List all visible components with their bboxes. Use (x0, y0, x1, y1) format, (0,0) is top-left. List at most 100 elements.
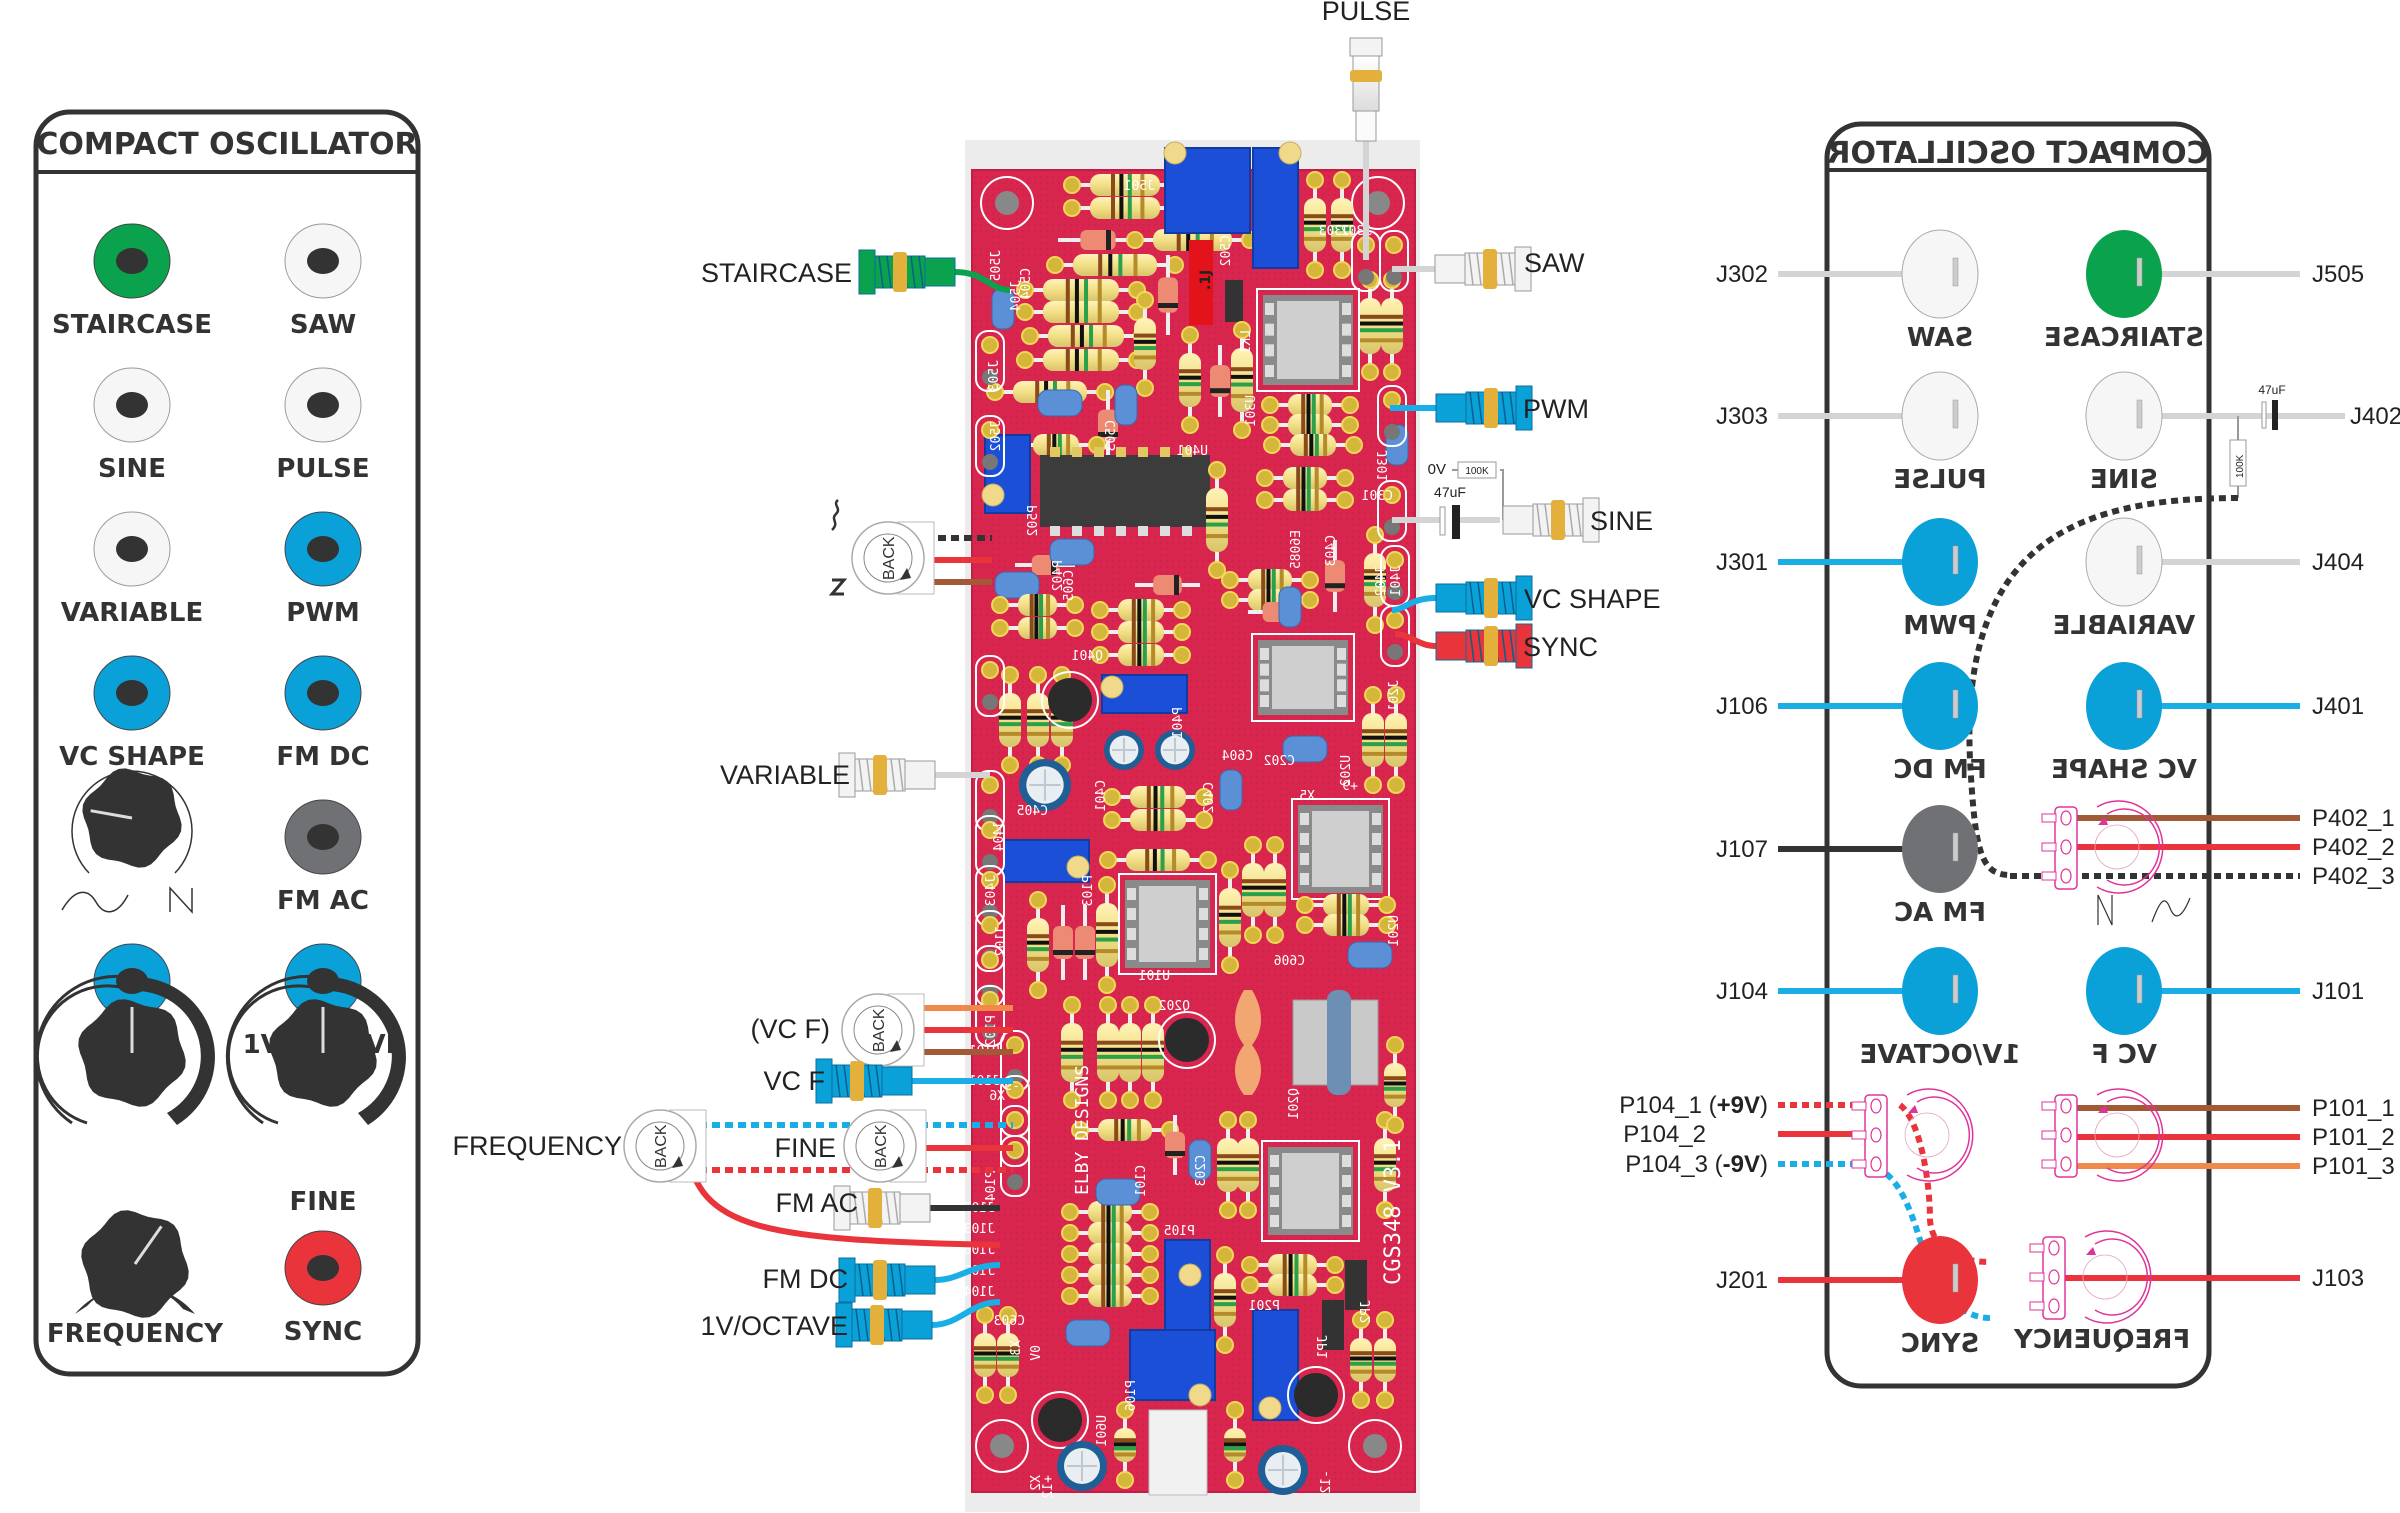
jack-nut (893, 252, 907, 292)
pad (1208, 461, 1226, 479)
back-vc-f-pot[interactable] (2041, 1088, 2164, 1182)
staircase-jack[interactable] (858, 249, 956, 295)
pad (1233, 421, 1251, 439)
sync-jack[interactable] (1435, 623, 1533, 669)
transistor-body (1294, 1373, 1338, 1417)
silkscreen-ref: U202 (1339, 755, 1354, 786)
silkscreen-ref: LK1 (1239, 330, 1254, 353)
resistor-band (1381, 338, 1403, 343)
pad (1366, 616, 1384, 634)
front-jack-sync[interactable]: SYNC (284, 1230, 362, 1347)
pad (1364, 686, 1382, 704)
resistor-band (1114, 1442, 1136, 1447)
one-v-oct-jack[interactable] (835, 1302, 933, 1348)
pwm-jack[interactable] (1435, 385, 1533, 431)
thread-line (1469, 391, 1475, 425)
resistor-band (1070, 325, 1075, 347)
fm-ac-jack[interactable] (833, 1185, 931, 1231)
resistor-band (1151, 621, 1156, 643)
thread-line (910, 255, 916, 289)
pad (1226, 1471, 1244, 1489)
vc-f-knob[interactable] (34, 974, 215, 1125)
pad (1386, 611, 1404, 629)
resistor-band (1046, 434, 1051, 456)
jack-hole (307, 536, 339, 562)
front-jack-variable[interactable]: VARIABLE (61, 511, 203, 628)
back-jack-saw[interactable]: SAW (1901, 229, 1979, 353)
back-vc-shape-pot[interactable] (2041, 800, 2164, 894)
pad (1141, 1245, 1159, 1263)
saw-jack[interactable] (1434, 246, 1532, 292)
sine-jack[interactable] (1502, 497, 1600, 543)
resistor-band (1134, 355, 1156, 360)
back-frequency-pot[interactable] (2029, 1230, 2152, 1324)
pad (981, 871, 999, 889)
vc-shape-pot[interactable]: BACK (851, 521, 935, 595)
fine-knob[interactable]: FINE (225, 974, 406, 1217)
ic-chip (1272, 646, 1334, 709)
back-jack-ref: J303 (1716, 403, 1768, 430)
variable-jack[interactable] (838, 752, 936, 798)
diode-band (1158, 303, 1178, 308)
resistor-band (1264, 892, 1286, 897)
vc-shape-jack[interactable] (1435, 575, 1533, 621)
back-jack-fm-dc[interactable]: FM DC (1893, 662, 1987, 785)
ic-pin (1127, 888, 1136, 900)
back-fine-pot[interactable] (1851, 1088, 1974, 1182)
ic-pin (1160, 526, 1170, 536)
pot-pin (2048, 1298, 2060, 1314)
mounting-hole (975, 1419, 1029, 1473)
silkscreen-ref: X5 (1299, 789, 1315, 804)
vc-shape-knob[interactable] (71, 768, 193, 874)
resistor-body (1119, 1023, 1141, 1082)
silkscreen-ref: P103 (1081, 875, 1096, 906)
pad (1141, 1266, 1159, 1284)
jack-label: SYNC (284, 1317, 362, 1347)
resistor-band (1027, 947, 1049, 952)
back-jack-staircase[interactable]: STAIRCASE (2044, 230, 2204, 353)
silkscreen-ref: U201 (1387, 915, 1402, 946)
front-jack-fm-dc[interactable]: FM DC (276, 655, 370, 772)
jack-hole (307, 1255, 339, 1281)
pot-terminal (2041, 813, 2057, 823)
resistor (1046, 254, 1184, 276)
front-jack-pwm[interactable]: PWM (284, 511, 362, 628)
vc-f-jack[interactable] (815, 1058, 913, 1104)
resistor (1261, 394, 1359, 416)
maker-name: ELBY DESIGNS (1072, 1065, 1093, 1195)
frequency-pot[interactable]: BACK (623, 1109, 707, 1183)
resistor-body (1359, 298, 1381, 354)
back-jack-pwm[interactable]: PWM (1902, 518, 1978, 641)
back-jack-vc-shape[interactable]: VC SHAPE (2051, 662, 2197, 785)
back-jack-vc-f[interactable]: VC F (2086, 947, 2162, 1070)
resistor-band (1331, 227, 1353, 232)
front-jack-saw[interactable]: SAW (284, 223, 362, 340)
back-jack-pulse[interactable]: PULSE (1893, 371, 1987, 495)
fm-dc-jack[interactable] (838, 1257, 936, 1303)
resistor-band (1111, 1264, 1116, 1286)
back-jack-fm-ac[interactable]: FM AC (1894, 805, 1986, 928)
front-jack-pulse[interactable]: PULSE (276, 367, 370, 484)
pulse-jack[interactable] (1349, 37, 1383, 142)
ic-pin (1265, 344, 1274, 357)
back-jack-sine[interactable]: SINE (2085, 371, 2163, 495)
frequency-knob[interactable]: FREQUENCY (47, 1210, 224, 1349)
pad (1061, 1203, 1079, 1221)
vc-f-pot[interactable]: BACK (841, 993, 925, 1067)
front-jack-sine[interactable]: SINE (93, 367, 171, 484)
pot-rotation-arc (2106, 1096, 2161, 1174)
back-jack-1v-octave[interactable]: 1V/OCTAVE (1860, 947, 2021, 1070)
diode (1135, 575, 1200, 595)
back-jack-sync[interactable]: SYNC (1901, 1236, 1979, 1359)
resistor-band (1359, 314, 1381, 319)
front-jack-fm-ac[interactable]: FM AC (277, 799, 369, 916)
pot-pin (2048, 1240, 2060, 1256)
jack-body (924, 257, 956, 287)
front-jack-staircase[interactable]: STAIRCASE (52, 223, 212, 340)
jack-bushing (1515, 623, 1533, 669)
thread-line (1469, 581, 1475, 615)
front-jack-vc-shape[interactable]: VC SHAPE (59, 655, 205, 772)
fine-pot[interactable]: BACK (843, 1109, 927, 1183)
resistor-band (999, 731, 1021, 736)
back-jack-variable[interactable]: VARIABLE (2053, 517, 2195, 641)
